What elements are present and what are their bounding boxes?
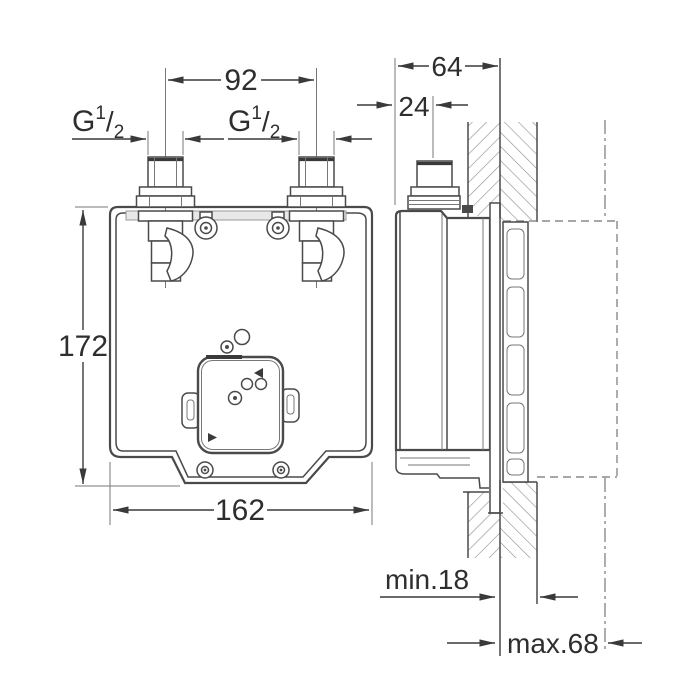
dim-max68-label: max.68 [507, 628, 599, 659]
dim-172-label: 172 [58, 330, 108, 363]
dimensions: 92 G1/2 G1/2 172 [58, 51, 642, 659]
dim-92-label: 92 [224, 64, 257, 97]
port-b [254, 377, 268, 391]
center-screw [227, 390, 243, 406]
screw-boss-left [194, 211, 218, 240]
dimension-64: 64 [394, 51, 501, 656]
dim-g12-right-label: G1/2 [228, 103, 280, 143]
dim-162-label: 162 [215, 494, 265, 527]
dimension-172: 172 [58, 206, 180, 487]
wall-section-top [467, 122, 538, 222]
side-box-body [394, 205, 500, 489]
valve-lever [315, 227, 345, 282]
bottom-screw-right [272, 461, 290, 479]
pilot-hole [233, 328, 251, 346]
dimension-162: 162 [109, 462, 373, 527]
dim-24-label: 24 [398, 91, 429, 122]
control-unit [181, 328, 300, 455]
front-fitting-left [135, 68, 196, 288]
front-view [108, 68, 374, 485]
dimension-92: 92 [165, 64, 317, 155]
wall-anchor-wedge [462, 205, 473, 213]
front-box-inner [115, 212, 367, 478]
dimension-g12-right: G1/2 [228, 103, 372, 155]
dim-g12-left-label: G1/2 [72, 103, 124, 143]
front-fitting-right [286, 68, 347, 288]
dimension-max68: max.68 [447, 628, 642, 659]
marker-triangle-right [208, 433, 217, 442]
dimension-24: 24 [357, 91, 468, 158]
side-view [394, 120, 618, 650]
dim-min18-label: min.18 [385, 564, 469, 595]
dimension-min18: min.18 [380, 564, 578, 601]
port-a [240, 377, 254, 391]
mounting-rail [488, 202, 529, 514]
ear-left-slot [186, 399, 195, 421]
bottom-screw-left [196, 461, 214, 479]
screw-boss-right [266, 211, 290, 240]
top-mounting-bar [125, 210, 347, 221]
marker-triangle-left [254, 368, 263, 378]
valve-lever [164, 227, 194, 282]
ear-right-slot [286, 394, 295, 415]
dimension-g12-left: G1/2 [72, 103, 224, 155]
dim-64-label: 64 [431, 51, 462, 82]
max-wall-dashed-outline [503, 120, 618, 650]
side-fitting [407, 160, 461, 210]
